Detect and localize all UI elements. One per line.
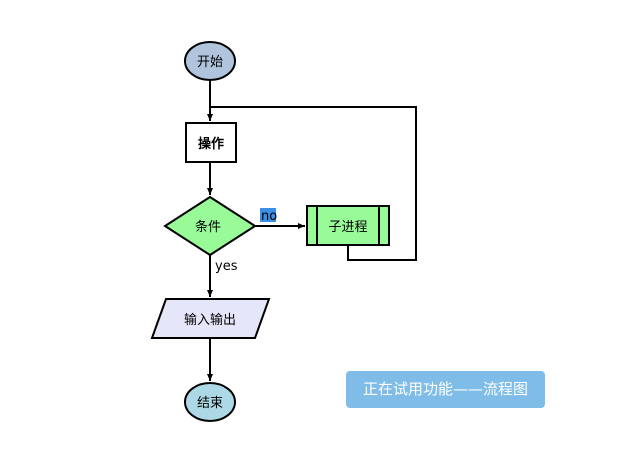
edge-no-label-highlight xyxy=(260,208,276,222)
node-end[interactable]: 结束 xyxy=(184,382,236,422)
node-io-label: 输入输出 xyxy=(184,312,236,328)
edge-yes-label: yes xyxy=(215,259,238,274)
node-end-label: 结束 xyxy=(197,396,223,411)
node-subprocess-label: 子进程 xyxy=(328,220,367,235)
edge-loop-back xyxy=(210,106,417,261)
node-io[interactable]: 输入输出 xyxy=(150,298,271,339)
node-start[interactable]: 开始 xyxy=(184,41,236,81)
edge-no-label: no xyxy=(261,209,277,224)
trial-feature-banner[interactable]: 正在试用功能——流程图 xyxy=(346,371,545,408)
node-operation[interactable]: 操作 xyxy=(185,122,237,163)
node-operation-label: 操作 xyxy=(198,136,224,152)
node-subprocess[interactable]: 子进程 xyxy=(306,205,390,246)
node-start-label: 开始 xyxy=(197,55,223,70)
node-condition[interactable]: 条件 xyxy=(163,195,257,257)
node-condition-label: 条件 xyxy=(195,219,221,235)
